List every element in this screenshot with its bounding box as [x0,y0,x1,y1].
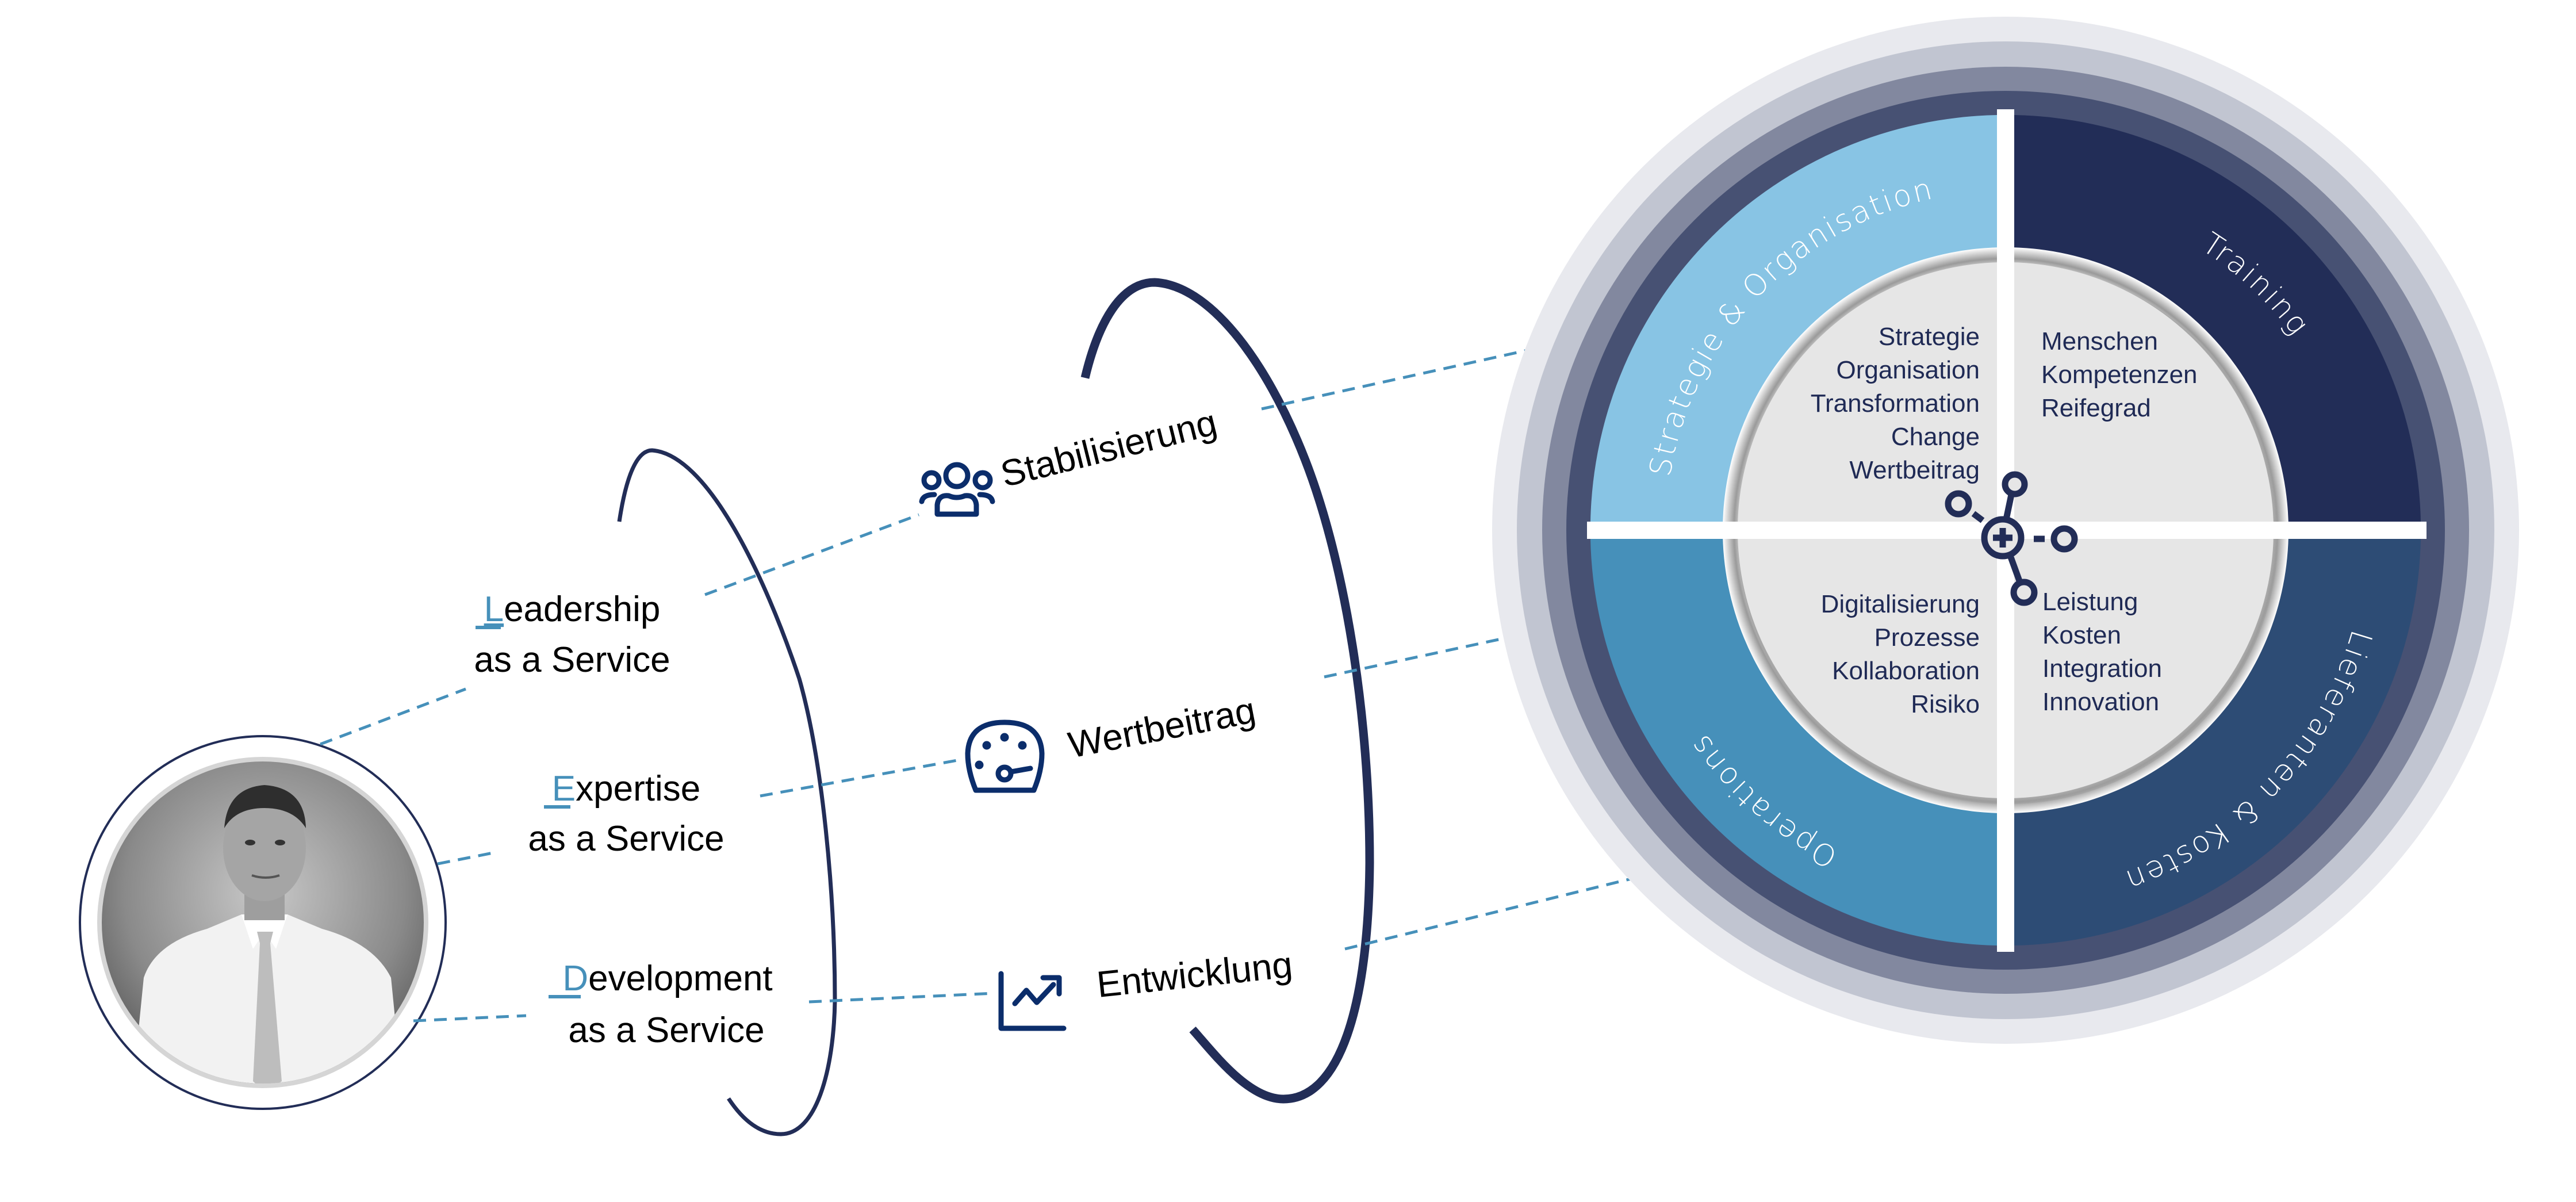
service-initial: E [552,769,576,809]
inner-item: Innovation [2042,688,2159,716]
connector-lines [320,326,1728,1023]
inner-item: Transformation [1811,389,1980,418]
service-title: Leadership [484,589,661,629]
inner-list-lieferanten: Leistung Kosten Integration Innovation [2042,588,2162,716]
inner-item: Menschen [2041,327,2158,355]
service-subtitle: as a Service [528,819,724,859]
service-title-rest: evelopment [588,959,773,998]
gauge-icon [965,719,1045,793]
inner-list-training: Menschen Kompetenzen Reifegrad [2041,327,2198,422]
inner-item: Reifegrad [2041,394,2151,422]
service-initial: L [484,589,504,629]
inner-list-operations: Digitalisierung Prozesse Kollaboration R… [1821,590,1980,718]
inner-item: Wertbeitrag [1849,456,1980,484]
initial-underline [476,626,501,629]
service-subtitle: as a Service [474,640,670,680]
inner-item: Digitalisierung [1821,590,1980,618]
service-title: Development [562,959,772,998]
pillar-label: Entwicklung [1095,944,1294,1005]
service-title-rest: eadership [504,589,660,629]
service-subtitle: as a Service [568,1010,764,1050]
inner-list-strategie: Strategie Organisation Transformation Ch… [1811,323,1980,484]
connector-development-entwicklung [808,992,995,1004]
initial-underline [544,805,570,809]
inner-item: Integration [2042,654,2162,683]
right-orbit-arc [1080,278,1374,1104]
inner-item: Kosten [2042,621,2121,649]
pillar-entwicklung: Entwicklung [998,944,1294,1031]
initial-underline [549,995,581,998]
inner-item: Prozesse [1874,623,1980,652]
portrait [79,735,447,1110]
inner-item: Organisation [1837,356,1980,384]
service-wheel: Strategie & Organisation Training Operat… [1492,17,2519,1044]
pillar-wertbeitrag: Wertbeitrag [965,689,1259,793]
trend-chart-icon [998,971,1067,1031]
inner-item: Kompetenzen [2041,361,2198,389]
service-title-rest: xpertise [576,769,700,809]
connector-expertise-wertbeitrag [760,759,958,798]
pillar-stabilisierung: Stabilisierung [919,401,1221,517]
connector-photo-development [413,1014,527,1023]
inner-item: Kollaboration [1832,657,1980,685]
inner-item: Change [1891,423,1980,451]
service-label-expertise: Expertise as a Service [528,769,724,859]
pillar-label: Stabilisierung [996,401,1221,495]
connector-wertbeitrag-wheel [1324,619,1588,679]
connector-photo-expertise [437,851,493,866]
portrait-photo [102,761,424,1084]
pillar-label: Wertbeitrag [1065,689,1259,766]
connector-photo-leadership [320,687,466,746]
connector-entwicklung-wheel [1344,853,1728,951]
inner-item: Risiko [1911,690,1980,718]
service-initial: D [562,959,588,998]
inner-item: Strategie [1879,323,1980,351]
service-label-leadership: Leadership as a Service [474,589,670,680]
network-hub-icon [1945,471,2078,606]
inner-item: Leistung [2042,588,2138,616]
people-group-icon [919,462,995,517]
service-title: Expertise [552,769,700,809]
left-orbit-arc [617,448,837,1136]
connector-leadership-stabilisierung [704,513,919,596]
service-label-development: Development as a Service [549,959,773,1050]
